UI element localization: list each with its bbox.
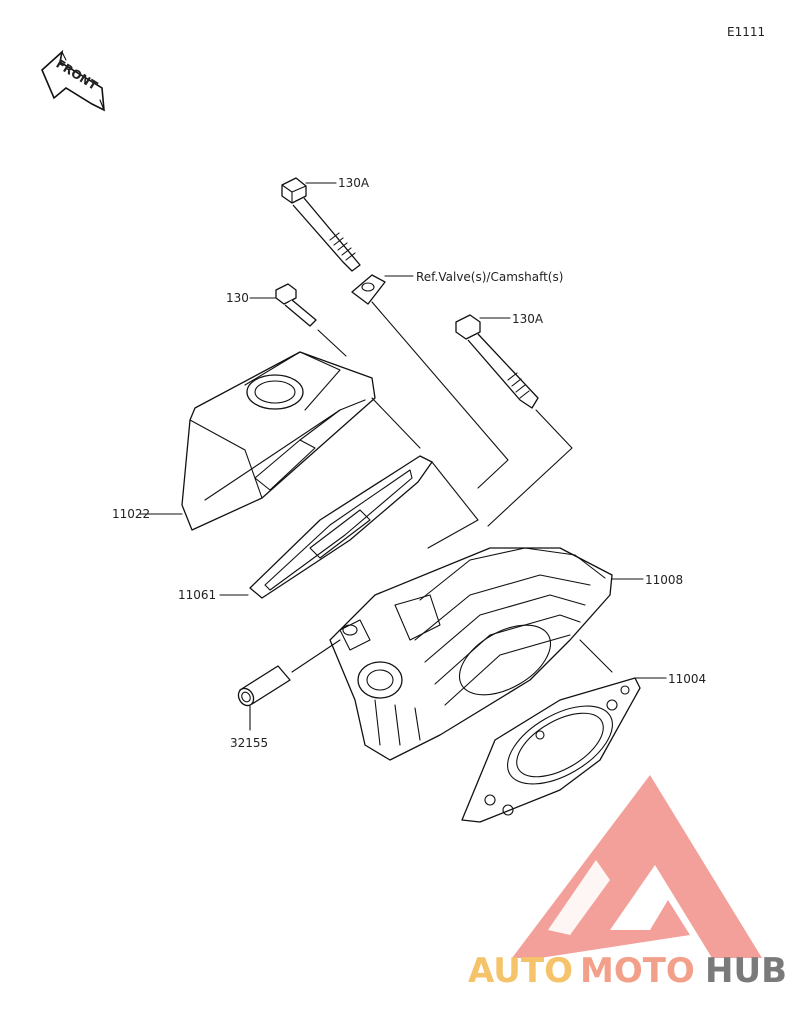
- label-cylinder-head: 11008: [645, 573, 683, 587]
- watermark-moto: MOTO: [580, 951, 695, 991]
- dowel-pin: 32155: [230, 639, 341, 750]
- watermark-hub: HUB: [705, 951, 787, 991]
- label-dowel-pin: 32155: [230, 736, 268, 750]
- diagram-code: E1111: [727, 25, 765, 39]
- bolt-130a-top: 130A: [281, 176, 370, 272]
- front-arrow-icon: FRONT: [41, 49, 105, 112]
- label-ref-valve: Ref.Valve(s)/Camshaft(s): [416, 270, 563, 284]
- head-gasket: 11004: [461, 639, 706, 823]
- cylinder-head: 11008: [329, 547, 683, 761]
- valve-ref-washer: Ref.Valve(s)/Camshaft(s): [351, 270, 563, 489]
- watermark-auto: AUTO: [468, 951, 573, 991]
- bolt-130a-right: 130A: [455, 312, 573, 527]
- label-130a-right: 130A: [512, 312, 544, 326]
- label-cover-gasket: 11061: [178, 588, 216, 602]
- watermark-text: AUTO MOTO HUB: [468, 951, 787, 991]
- watermark-logo: [512, 775, 762, 958]
- label-130: 130: [226, 291, 249, 305]
- cover-gasket: 11061: [178, 455, 479, 602]
- label-head-gasket: 11004: [668, 672, 706, 686]
- label-130a-top: 130A: [338, 176, 370, 190]
- bolt-130: 130: [226, 283, 347, 357]
- label-head-cover: 11022: [112, 507, 150, 521]
- head-cover: 11022: [112, 351, 421, 531]
